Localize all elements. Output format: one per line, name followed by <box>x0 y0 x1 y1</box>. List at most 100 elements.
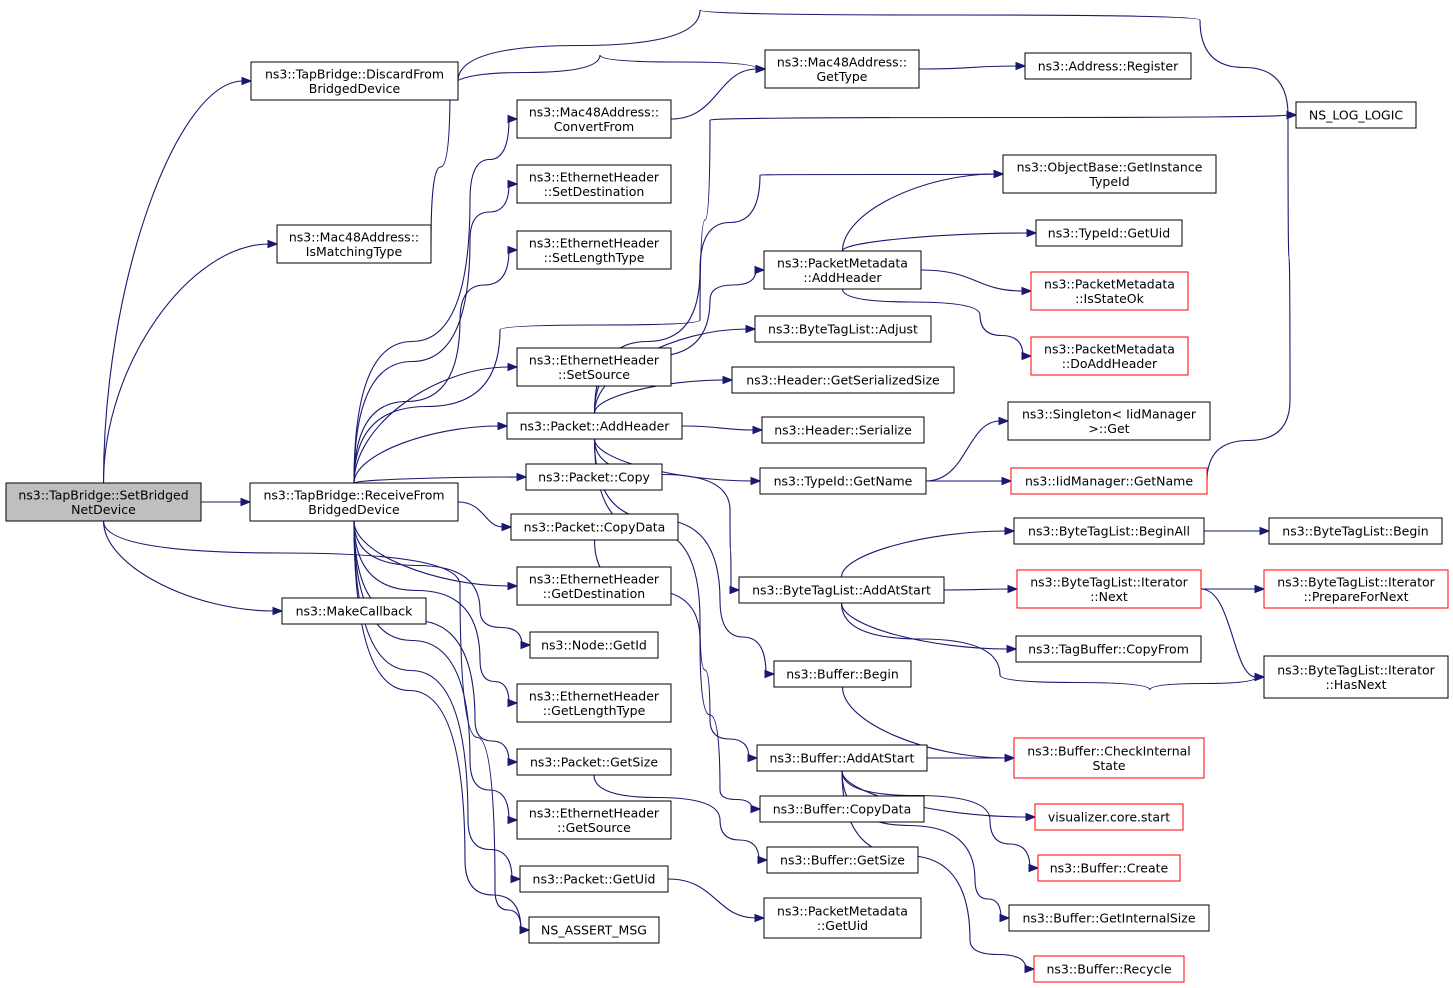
edge-receiveFromBridgedDevice-to-getLengthType <box>353 520 519 708</box>
edge-metadataAddHeader-to-isStateOk <box>920 269 1033 296</box>
node-packetGetUid[interactable]: ns3::Packet::GetUid <box>519 865 669 893</box>
node-byteTagListBegin[interactable]: ns3::ByteTagList::Begin <box>1268 517 1443 545</box>
node-bufferCreate[interactable]: ns3::Buffer::Create <box>1037 854 1181 882</box>
node-getDestination[interactable]: ns3::EthernetHeader::GetDestination <box>516 566 672 606</box>
edge-line <box>353 249 510 484</box>
node-tagBufferCopyFrom[interactable]: ns3::TagBuffer::CopyFrom <box>1015 635 1202 663</box>
node-label: GetType <box>817 69 868 84</box>
node-isStateOk[interactable]: ns3::PacketMetadata::IsStateOk <box>1030 271 1189 311</box>
node-packetCopy[interactable]: ns3::Packet::Copy <box>525 463 663 491</box>
node-byteTagListAdjust[interactable]: ns3::ByteTagList::Adjust <box>754 315 932 343</box>
node-bufferAddAtStart[interactable]: ns3::Buffer::AddAtStart <box>756 744 928 772</box>
edge-receiveFromBridgedDevice-to-nsAssertMsg <box>353 520 531 935</box>
node-box <box>516 800 672 840</box>
node-label: NS_LOG_LOGIC <box>1309 108 1404 123</box>
node-iteratorNext[interactable]: ns3::ByteTagList::Iterator::Next <box>1016 569 1202 609</box>
node-label: ns3::EthernetHeader <box>529 805 660 820</box>
node-setDestination[interactable]: ns3::EthernetHeader::SetDestination <box>516 164 672 204</box>
node-label: ns3::Buffer::GetInternalSize <box>1022 911 1195 926</box>
node-label: ::Next <box>1090 589 1128 604</box>
node-label: ns3::EthernetHeader <box>529 169 660 184</box>
node-label: ns3::Singleton< IidManager <box>1022 406 1197 421</box>
node-prepareForNext[interactable]: ns3::ByteTagList::Iterator::PrepareForNe… <box>1263 569 1449 609</box>
node-label: ns3::Buffer::CheckInternal <box>1027 743 1191 758</box>
node-box <box>759 795 925 823</box>
node-label: ::PrepareForNext <box>1303 589 1408 604</box>
node-typeIdGetName[interactable]: ns3::TypeId::GetName <box>759 467 927 495</box>
node-makeCallback[interactable]: ns3::MakeCallback <box>281 597 427 625</box>
node-label: ::HasNext <box>1325 677 1386 692</box>
node-label: NetDevice <box>71 502 136 517</box>
node-nsLogLogic[interactable]: NS_LOG_LOGIC <box>1295 101 1417 129</box>
arrowhead <box>999 913 1011 923</box>
node-addressRegister[interactable]: ns3::Address::Register <box>1024 52 1192 80</box>
edge-mac48GetType-to-addressRegister <box>918 61 1027 71</box>
node-visualizerStart[interactable]: visualizer.core.start <box>1034 803 1184 831</box>
node-label: ns3::ByteTagList::Iterator <box>1277 574 1435 589</box>
node-setSource[interactable]: ns3::EthernetHeader::SetSource <box>516 347 672 387</box>
node-label: ns3::Header::GetSerializedSize <box>746 373 940 388</box>
node-label: ::IsStateOk <box>1075 291 1145 306</box>
edge-line <box>353 425 500 484</box>
node-label: TypeId <box>1088 174 1129 189</box>
node-typeIdGetUid[interactable]: ns3::TypeId::GetUid <box>1035 219 1183 247</box>
node-label: ns3::ByteTagList::Begin <box>1282 524 1428 539</box>
node-getSource[interactable]: ns3::EthernetHeader::GetSource <box>516 800 672 840</box>
edge-line <box>593 438 767 675</box>
node-beginAll[interactable]: ns3::ByteTagList::BeginAll <box>1013 517 1205 545</box>
edge-line <box>841 288 1024 357</box>
edge-receiveFromBridgedDevice-to-packetGetSize <box>353 520 519 767</box>
node-iidManagerGetName[interactable]: ns3::IidManager::GetName <box>1010 467 1208 495</box>
node-metadataGetUid[interactable]: ns3::PacketMetadata::GetUid <box>763 897 922 939</box>
edge-line <box>918 65 1018 70</box>
node-setLengthType[interactable]: ns3::EthernetHeader::SetLengthType <box>516 230 672 270</box>
node-singletonGet[interactable]: ns3::Singleton< IidManager>::Get <box>1007 401 1211 441</box>
node-packetCopyData[interactable]: ns3::Packet::CopyData <box>510 513 679 541</box>
node-nsAssertMsg[interactable]: NS_ASSERT_MSG <box>528 916 660 944</box>
node-bufferGetInternalSize[interactable]: ns3::Buffer::GetInternalSize <box>1008 904 1210 932</box>
edge-line <box>841 232 1029 252</box>
node-convertFrom[interactable]: ns3::Mac48Address::ConvertFrom <box>516 99 672 139</box>
node-box <box>516 230 672 270</box>
node-bufferBegin[interactable]: ns3::Buffer::Begin <box>773 660 912 688</box>
node-label: visualizer.core.start <box>1048 810 1170 825</box>
node-bufferGetSize[interactable]: ns3::Buffer::GetSize <box>766 846 919 874</box>
node-hasNext[interactable]: ns3::ByteTagList::Iterator::HasNext <box>1263 655 1449 699</box>
node-packetGetSize[interactable]: ns3::Packet::GetSize <box>516 748 672 776</box>
arrowhead <box>507 245 519 255</box>
node-box <box>5 482 202 522</box>
node-packetAddHeader[interactable]: ns3::Packet::AddHeader <box>506 412 683 440</box>
edge-bufferAddAtStart-to-bufferRecycle <box>841 770 1036 974</box>
node-label: ::SetDestination <box>544 184 645 199</box>
node-getLengthType[interactable]: ns3::EthernetHeader::GetLengthType <box>516 683 672 723</box>
node-box <box>1008 904 1210 932</box>
node-doAddHeader[interactable]: ns3::PacketMetadata::DoAddHeader <box>1030 336 1189 376</box>
node-addAtStartTag[interactable]: ns3::ByteTagList::AddAtStart <box>738 576 945 604</box>
node-bufferRecycle[interactable]: ns3::Buffer::Recycle <box>1033 955 1185 983</box>
node-headerSerialize[interactable]: ns3::Header::Serialize <box>761 416 925 444</box>
node-bufferCopyData[interactable]: ns3::Buffer::CopyData <box>759 795 925 823</box>
node-isMatchingType[interactable]: ns3::Mac48Address::IsMatchingType <box>276 224 432 264</box>
arrowhead <box>501 522 513 532</box>
node-mac48GetType[interactable]: ns3::Mac48Address::GetType <box>764 49 920 89</box>
edge-setBridgedNetDevice-to-discardFromBridgedDevice <box>102 76 253 484</box>
arrowhead <box>507 757 519 767</box>
arrowhead <box>754 913 766 923</box>
node-label: ns3::TypeId::GetName <box>774 474 913 489</box>
node-label: ::GetUid <box>817 918 868 933</box>
node-headerGetSerializedSize[interactable]: ns3::Header::GetSerializedSize <box>731 366 955 394</box>
arrowhead <box>1021 351 1033 361</box>
node-box <box>763 897 922 939</box>
edge-receiveFromBridgedDevice-to-getDestination <box>353 520 519 591</box>
node-metadataAddHeader[interactable]: ns3::PacketMetadata::AddHeader <box>763 250 922 290</box>
edge-setBridgedNetDevice-to-makeCallback <box>102 520 284 616</box>
node-label: ConvertFrom <box>554 119 634 134</box>
arrowhead <box>1006 644 1018 654</box>
node-box <box>731 366 955 394</box>
node-nodeGetId[interactable]: ns3::Node::GetId <box>529 631 659 659</box>
